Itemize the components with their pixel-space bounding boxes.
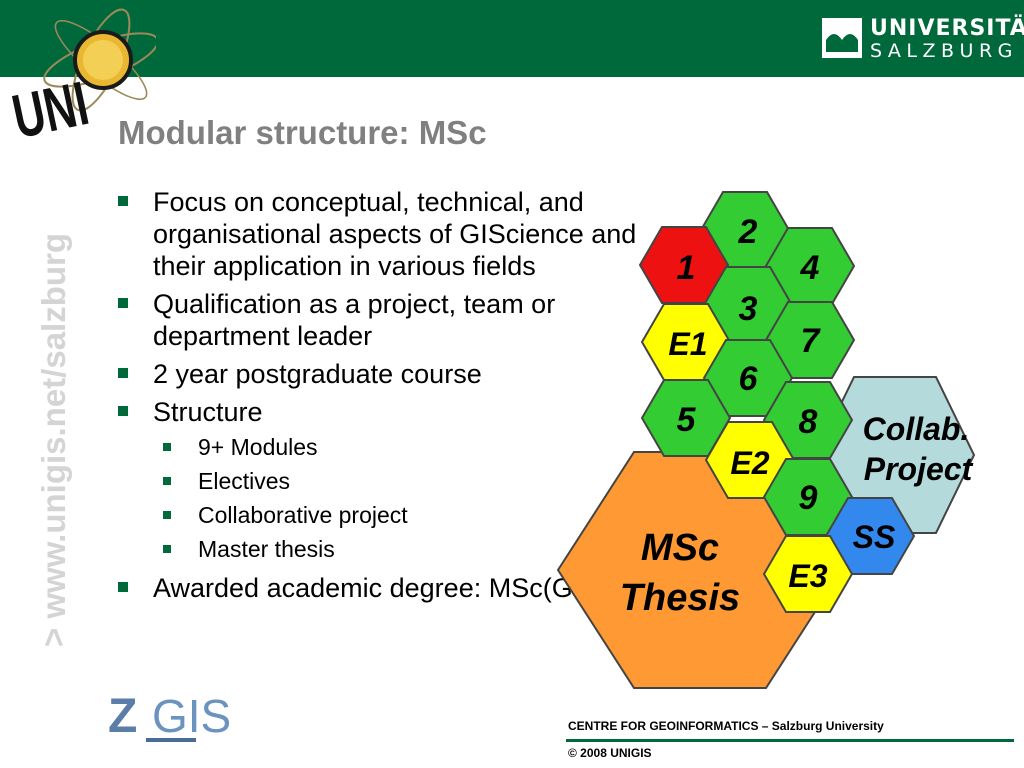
sub-bullet-text: 9+ Modules <box>198 434 318 460</box>
bullet-square-icon <box>118 368 128 378</box>
footer-copyright: © 2008 UNIGIS <box>568 746 652 760</box>
hex-label-e1: E1 <box>668 326 707 362</box>
footer-centre-text: CENTRE FOR GEOINFORMATICS – Salzburg Uni… <box>568 719 884 733</box>
bullet-square-icon <box>118 298 128 308</box>
bullet-list: Focus on conceptual, technical, and orga… <box>118 186 638 610</box>
sub-bullet-item: Master thesis <box>163 532 638 566</box>
zgis-logo-gis: GIS <box>152 690 231 742</box>
sub-bullet-item: Collaborative project <box>163 498 638 532</box>
sub-bullet-square-icon <box>163 511 171 519</box>
hex-label-e3: E3 <box>788 558 827 594</box>
bullet-text: Structure <box>153 397 263 427</box>
university-name-line2: SALZBURG <box>870 40 1018 62</box>
bullet-item: Focus on conceptual, technical, and orga… <box>118 186 638 282</box>
hex-label-7: 7 <box>801 322 822 360</box>
hex-label-collab-2: Project <box>864 451 974 487</box>
bullet-text: Focus on conceptual, technical, and orga… <box>153 187 637 281</box>
sub-bullet-square-icon <box>163 477 171 485</box>
hex-label-e2: E2 <box>730 445 769 481</box>
bullet-item: 2 year postgraduate course <box>118 358 638 390</box>
hex-label-ss: SS <box>853 519 896 555</box>
hex-label-2: 2 <box>738 213 758 251</box>
bullet-item: Structure <box>118 396 638 428</box>
hex-label-6: 6 <box>739 360 759 398</box>
bullet-text: 2 year postgraduate course <box>153 359 482 389</box>
footer-divider <box>566 739 1014 742</box>
sub-bullet-item: Electives <box>163 464 638 498</box>
sub-bullet-text: Collaborative project <box>198 502 408 528</box>
university-salzburg-logo-icon <box>822 18 862 58</box>
bullet-text: Awarded academic degree: MSc(GIS) <box>153 573 608 603</box>
hex-label-1: 1 <box>677 249 696 287</box>
hex-label-9: 9 <box>799 479 818 517</box>
zgis-logo-z: Z <box>108 690 137 743</box>
hex-label-thesis-1: MSc <box>641 527 719 569</box>
sub-bullet-square-icon <box>163 545 171 553</box>
hex-label-collab-1: Collab. <box>863 411 970 447</box>
bullet-square-icon <box>118 196 128 206</box>
university-name-line1: UNIVERSITÄT <box>870 16 1024 41</box>
slide-title: Modular structure: MSc <box>118 114 487 151</box>
university-salzburg-logo: UNIVERSITÄT SALZBURG <box>822 16 1024 64</box>
hex-elective-3 <box>762 535 854 613</box>
hex-label-4: 4 <box>800 249 820 287</box>
zgis-logo: Z GIS <box>108 690 231 743</box>
sub-bullet-square-icon <box>163 443 171 451</box>
hex-label-3: 3 <box>739 290 758 328</box>
sub-bullet-text: Master thesis <box>198 536 335 562</box>
bullet-square-icon <box>118 406 128 416</box>
bullet-text: Qualification as a project, team or depa… <box>153 289 556 351</box>
hex-label-5: 5 <box>677 401 697 439</box>
sub-bullet-item: 9+ Modules <box>163 430 638 464</box>
hex-label-thesis-2: Thesis <box>620 577 740 619</box>
hex-label-8: 8 <box>799 403 818 441</box>
unigis-globe-logo-icon: UNI <box>7 8 156 140</box>
sub-bullet-list: 9+ Modules Electives Collaborative proje… <box>163 430 638 566</box>
bullet-item: Awarded academic degree: MSc(GIS) <box>118 572 638 604</box>
bullet-item: Qualification as a project, team or depa… <box>118 288 638 352</box>
bullet-square-icon <box>118 582 128 592</box>
sub-bullet-text: Electives <box>198 468 291 494</box>
svg-text:UNI: UNI <box>7 70 94 140</box>
